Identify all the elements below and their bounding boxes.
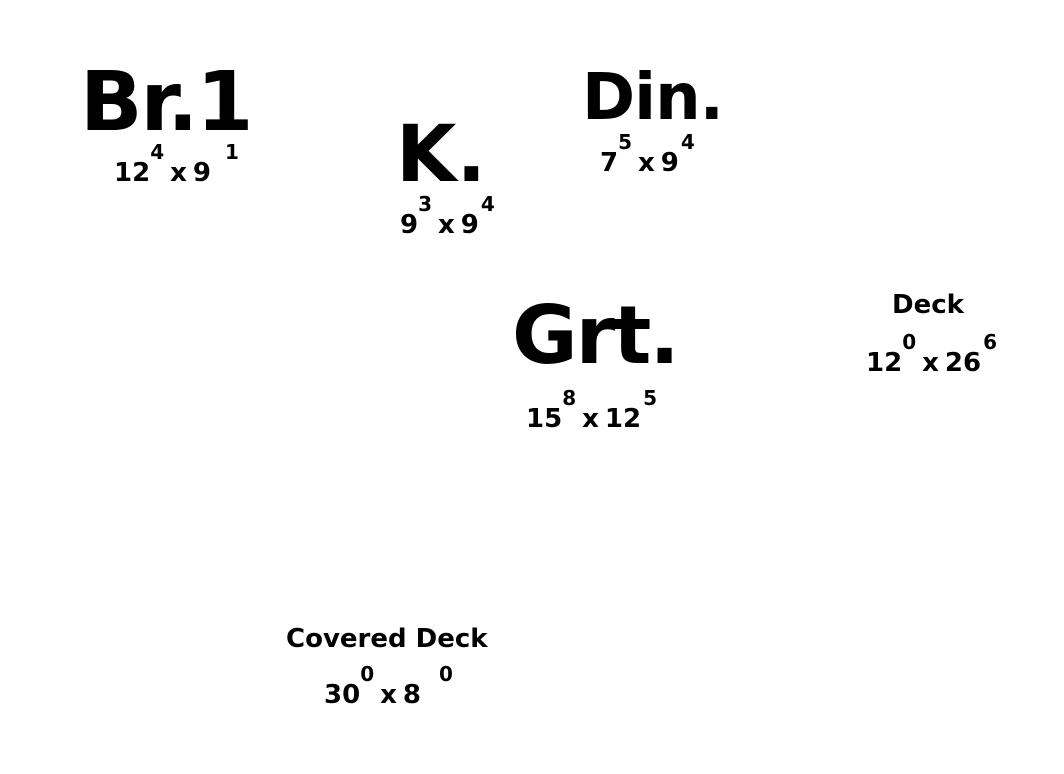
dimension-separator: x <box>380 680 397 710</box>
length-feet: 9 <box>192 158 211 188</box>
length-feet: 26 <box>944 348 982 378</box>
length-feet: 12 <box>604 404 642 434</box>
length-feet: 9 <box>460 210 479 240</box>
length-feet: 9 <box>660 148 679 178</box>
room-name: Br.1 <box>80 55 253 150</box>
width-feet: 12 <box>866 348 903 378</box>
width-inches: 0 <box>360 662 375 686</box>
length-inches: 5 <box>643 386 657 410</box>
width-feet: 7 <box>600 148 619 178</box>
dimension-separator: x <box>170 158 187 188</box>
room-name: K. <box>396 110 487 200</box>
width-inches: 0 <box>902 330 917 354</box>
dimension-separator: x <box>638 148 655 178</box>
width-feet: 9 <box>400 210 419 240</box>
length-feet: 8 <box>402 680 421 710</box>
width-inches: 3 <box>418 192 433 216</box>
room-name: Din. <box>582 61 724 135</box>
length-inches: 0 <box>438 662 453 686</box>
room-name: Deck <box>892 290 964 320</box>
dimension-separator: x <box>582 404 599 434</box>
width-inches: 8 <box>562 386 577 410</box>
dimension-separator: x <box>922 348 939 378</box>
width-inches: 5 <box>618 130 633 154</box>
room-name: Grt. <box>512 289 680 382</box>
width-inches: 4 <box>150 140 165 164</box>
length-inches: 1 <box>224 140 239 164</box>
room-name: Covered Deck <box>286 624 488 654</box>
width-feet: 30 <box>324 680 361 710</box>
length-inches: 4 <box>480 192 495 216</box>
dimension-separator: x <box>438 210 455 240</box>
width-feet: 15 <box>526 404 563 434</box>
length-inches: 4 <box>680 130 695 154</box>
width-feet: 12 <box>114 158 151 188</box>
length-inches: 6 <box>983 330 997 354</box>
